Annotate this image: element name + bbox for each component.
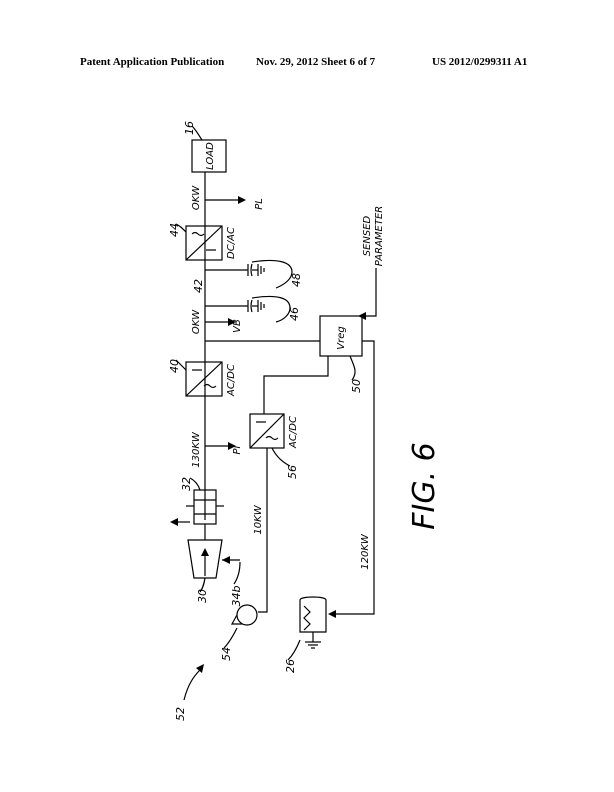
- sensed-label-line2: PARAMETER: [374, 206, 385, 266]
- heater-arrow-head: [328, 610, 336, 618]
- leader-32: [189, 477, 201, 491]
- aux-acdc-label: AC/DC: [288, 416, 299, 449]
- power-label-130kw: 130KW: [191, 431, 202, 468]
- vb-arrow-head: [228, 318, 236, 326]
- main-acdc-ac-symbol: [203, 383, 217, 389]
- vreg-label: Vreg: [336, 326, 347, 349]
- pl-label: PL: [254, 198, 265, 210]
- ref-44: 44: [168, 223, 181, 237]
- leader-52: [183, 669, 201, 701]
- pl-arrow-head: [238, 196, 246, 204]
- vreg-to-heater-line: [336, 340, 375, 615]
- power-label-okw-bus: OKW: [191, 309, 202, 334]
- dcac-label: DC/AC: [226, 227, 237, 259]
- ref-34b: 34b: [230, 585, 243, 606]
- main-acdc-block: [185, 361, 223, 397]
- ref-50: 50: [350, 379, 363, 393]
- figure-label: FIG. 6: [407, 442, 442, 530]
- leader-34b: [233, 561, 241, 585]
- power-label-10kw: 10KW: [253, 504, 264, 534]
- leader-30: [199, 577, 206, 593]
- turbine-symbol: [187, 539, 223, 579]
- pi-label: PI: [232, 445, 243, 454]
- leader-52-arrow-head: [196, 664, 204, 673]
- vb-label: VB: [232, 319, 243, 333]
- ref-48: 48: [290, 273, 303, 287]
- dcac-ac-symbol: [191, 231, 205, 237]
- pump-outlet: [230, 614, 242, 625]
- turbine-inlet-arrow-head: [222, 556, 230, 564]
- power-label-120kw: 120KW: [360, 533, 371, 570]
- dcac-diagonal: [185, 225, 223, 261]
- leader-56: [271, 447, 291, 467]
- pump-symbol: [236, 604, 258, 626]
- ref-56: 56: [286, 465, 299, 479]
- load-block: [191, 139, 227, 173]
- heater-symbol: [299, 596, 327, 633]
- ref-16: 16: [183, 121, 196, 135]
- leader-16: [191, 125, 203, 141]
- dcac-converter-block: [185, 225, 223, 261]
- ref-32: 32: [180, 477, 193, 491]
- leader-26: [287, 639, 301, 661]
- leader-40: [175, 359, 187, 371]
- main-acdc-diagonal: [185, 361, 223, 397]
- page-header: Patent Application Publication Nov. 29, …: [0, 56, 614, 72]
- publication-title: Patent Application Publication: [80, 56, 225, 68]
- heater-resistor: [303, 605, 311, 631]
- ref-46: 46: [288, 307, 301, 321]
- vreg-to-aux-line: [263, 356, 329, 414]
- main-acdc-label: AC/DC: [226, 364, 237, 397]
- ref-54: 54: [220, 647, 233, 661]
- publication-date-sheet: Nov. 29, 2012 Sheet 6 of 7: [256, 56, 376, 68]
- leader-50: [349, 355, 356, 381]
- vreg-block: [319, 315, 363, 357]
- ref-52: 52: [174, 707, 187, 721]
- load-label: LOAD: [205, 142, 216, 170]
- leader-46: [251, 295, 291, 323]
- pi-arrow-head: [228, 442, 236, 450]
- cap48-plate-b: [250, 263, 253, 277]
- ref-42: 42: [192, 279, 205, 293]
- sensed-arrow-head: [358, 312, 366, 320]
- sensed-line: [366, 268, 377, 317]
- aux-acdc-ac-symbol: [265, 435, 279, 441]
- ref-26: 26: [284, 659, 297, 673]
- cap46-plate-b: [250, 299, 253, 313]
- ref-40: 40: [168, 359, 181, 373]
- aux-to-pump-line: [258, 448, 268, 613]
- leader-48: [251, 259, 293, 289]
- aux-acdc-diagonal: [249, 413, 285, 449]
- ref-30: 30: [196, 589, 209, 603]
- power-label-okw-load: OKW: [191, 185, 202, 210]
- sensed-label-line1: SENSED: [362, 215, 373, 256]
- exhaust-arrow-head: [170, 518, 178, 526]
- leader-44: [175, 223, 187, 233]
- leader-54: [223, 627, 238, 649]
- turbine-inner-arrow-head: [201, 548, 209, 556]
- patent-number: US 2012/0299311 A1: [432, 56, 528, 68]
